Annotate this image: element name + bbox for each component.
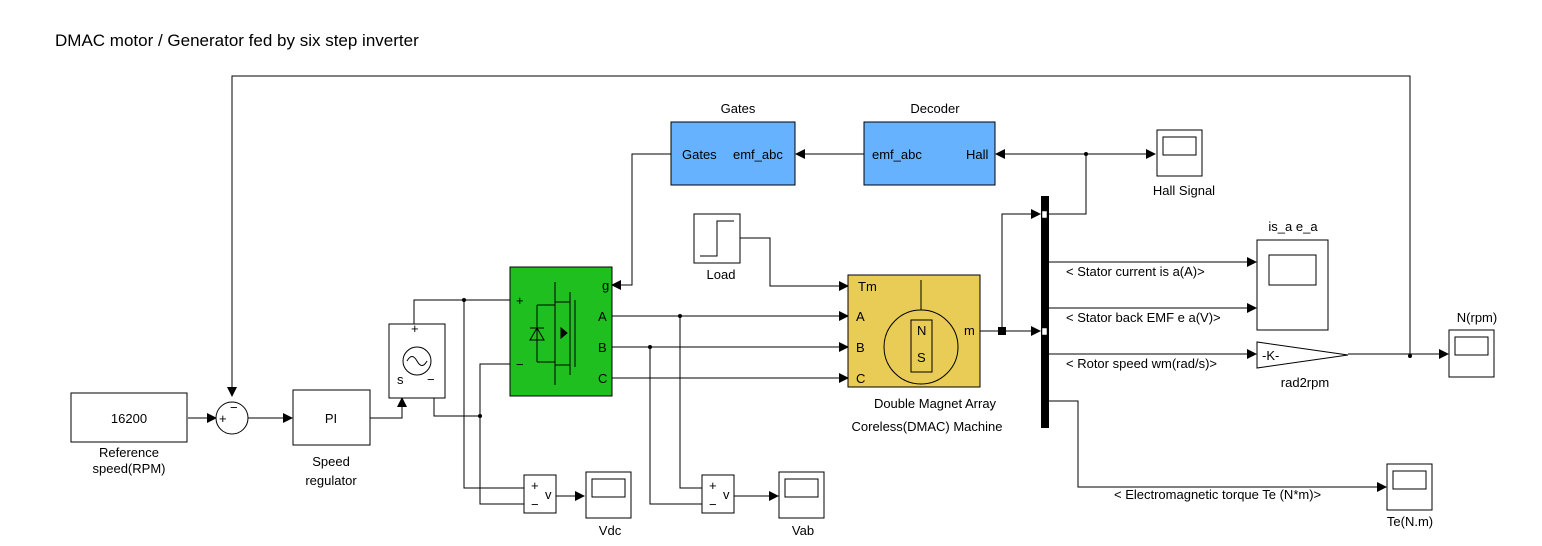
- svg-text:+: +: [709, 478, 717, 493]
- isa-scope-label: is_a e_a: [1268, 219, 1318, 234]
- svg-text:+: +: [411, 321, 419, 336]
- gates-block[interactable]: Gates Gates emf_abc: [670, 101, 796, 186]
- rad2rpm-gain-block[interactable]: -K- rad2rpm: [1256, 341, 1349, 390]
- inverter-block[interactable]: g + − A B C: [509, 266, 613, 397]
- diagram-title: DMAC motor / Generator fed by six step i…: [55, 31, 419, 50]
- signal-stator-current: < Stator current is a(A)>: [1066, 264, 1205, 279]
- machine-pole-n: N: [917, 323, 926, 338]
- te-scope[interactable]: Te(N.m): [1386, 463, 1433, 529]
- machine-port-m: m: [964, 323, 975, 338]
- svg-text:s: s: [397, 372, 404, 387]
- gain-label: rad2rpm: [1281, 375, 1329, 390]
- svg-text:+: +: [531, 478, 539, 493]
- hall-signal-scope[interactable]: Hall Signal: [1153, 129, 1215, 198]
- reference-value: 16200: [111, 411, 147, 426]
- sum-minus: −: [230, 400, 238, 415]
- svg-text:−: −: [531, 497, 539, 512]
- inverter-port-g: g: [602, 278, 609, 293]
- signal-lines: [188, 75, 1449, 505]
- machine-port-a: A: [856, 309, 865, 324]
- decoder-block[interactable]: Decoder emf_abc Hall: [863, 101, 996, 186]
- reference-label-1: Reference: [99, 445, 159, 460]
- nrpm-scope[interactable]: N(rpm): [1448, 310, 1497, 378]
- sum-block[interactable]: + −: [215, 400, 249, 435]
- machine-port-b: B: [856, 340, 865, 355]
- signal-torque: < Electromagnetic torque Te (N*m)>: [1114, 487, 1321, 502]
- decoder-port-in: emf_abc: [872, 147, 922, 162]
- reference-speed-block[interactable]: 16200 Reference speed(RPM): [70, 392, 188, 476]
- reference-label-2: speed(RPM): [93, 461, 166, 476]
- igbt-icon: [529, 282, 576, 385]
- nrpm-scope-label: N(rpm): [1457, 310, 1497, 325]
- pi-label-1: Speed: [312, 454, 350, 469]
- speed-regulator-block[interactable]: PI Speed regulator: [292, 389, 371, 488]
- svg-text:−: −: [709, 497, 717, 512]
- vab-voltage-measurement[interactable]: + − v: [701, 474, 735, 514]
- machine-pole-s: S: [917, 350, 926, 365]
- te-scope-label: Te(N.m): [1387, 514, 1433, 529]
- machine-label-1: Double Magnet Array: [874, 396, 997, 411]
- decoder-title: Decoder: [910, 101, 960, 116]
- inverter-port-a: A: [598, 309, 607, 324]
- load-step-block[interactable]: Load: [693, 213, 741, 282]
- inverter-port-b: B: [598, 340, 607, 355]
- vab-scope[interactable]: Vab: [778, 471, 825, 538]
- inverter-port-c: C: [598, 371, 607, 386]
- vdc-voltage-measurement[interactable]: + − v: [523, 474, 557, 514]
- hall-scope-label: Hall Signal: [1153, 183, 1215, 198]
- bus-selector[interactable]: [1041, 196, 1049, 428]
- pi-label-2: regulator: [305, 473, 357, 488]
- vab-scope-label: Vab: [792, 523, 814, 538]
- isa-ea-scope[interactable]: is_a e_a: [1256, 219, 1329, 331]
- vdc-scope[interactable]: Vdc: [585, 471, 632, 538]
- machine-port-c: C: [856, 371, 865, 386]
- inverter-port-plus: +: [516, 293, 524, 308]
- svg-text:−: −: [427, 372, 435, 387]
- svg-text:v: v: [545, 487, 552, 502]
- gates-title: Gates: [721, 101, 756, 116]
- gain-value: -K-: [1262, 348, 1279, 363]
- junction-dots: [462, 152, 1412, 418]
- load-label: Load: [707, 267, 736, 282]
- sum-plus: +: [219, 411, 227, 426]
- dc-voltage-source-block[interactable]: + − s: [388, 321, 446, 399]
- inverter-port-minus: −: [516, 357, 524, 372]
- machine-port-tm: Tm: [858, 279, 877, 294]
- gates-port-out: emf_abc: [733, 147, 783, 162]
- dmac-machine-block[interactable]: N S Tm A B C m Double Magnet Array Corel…: [847, 274, 1003, 434]
- signal-back-emf: < Stator back EMF e a(V)>: [1066, 310, 1221, 325]
- machine-label-2: Coreless(DMAC) Machine: [852, 419, 1003, 434]
- decoder-port-out: Hall: [966, 147, 989, 162]
- pi-value: PI: [325, 411, 337, 426]
- signal-rotor-speed: < Rotor speed wm(rad/s)>: [1066, 356, 1217, 371]
- gates-port-in: Gates: [682, 147, 717, 162]
- svg-text:v: v: [723, 487, 730, 502]
- vdc-scope-label: Vdc: [599, 523, 622, 538]
